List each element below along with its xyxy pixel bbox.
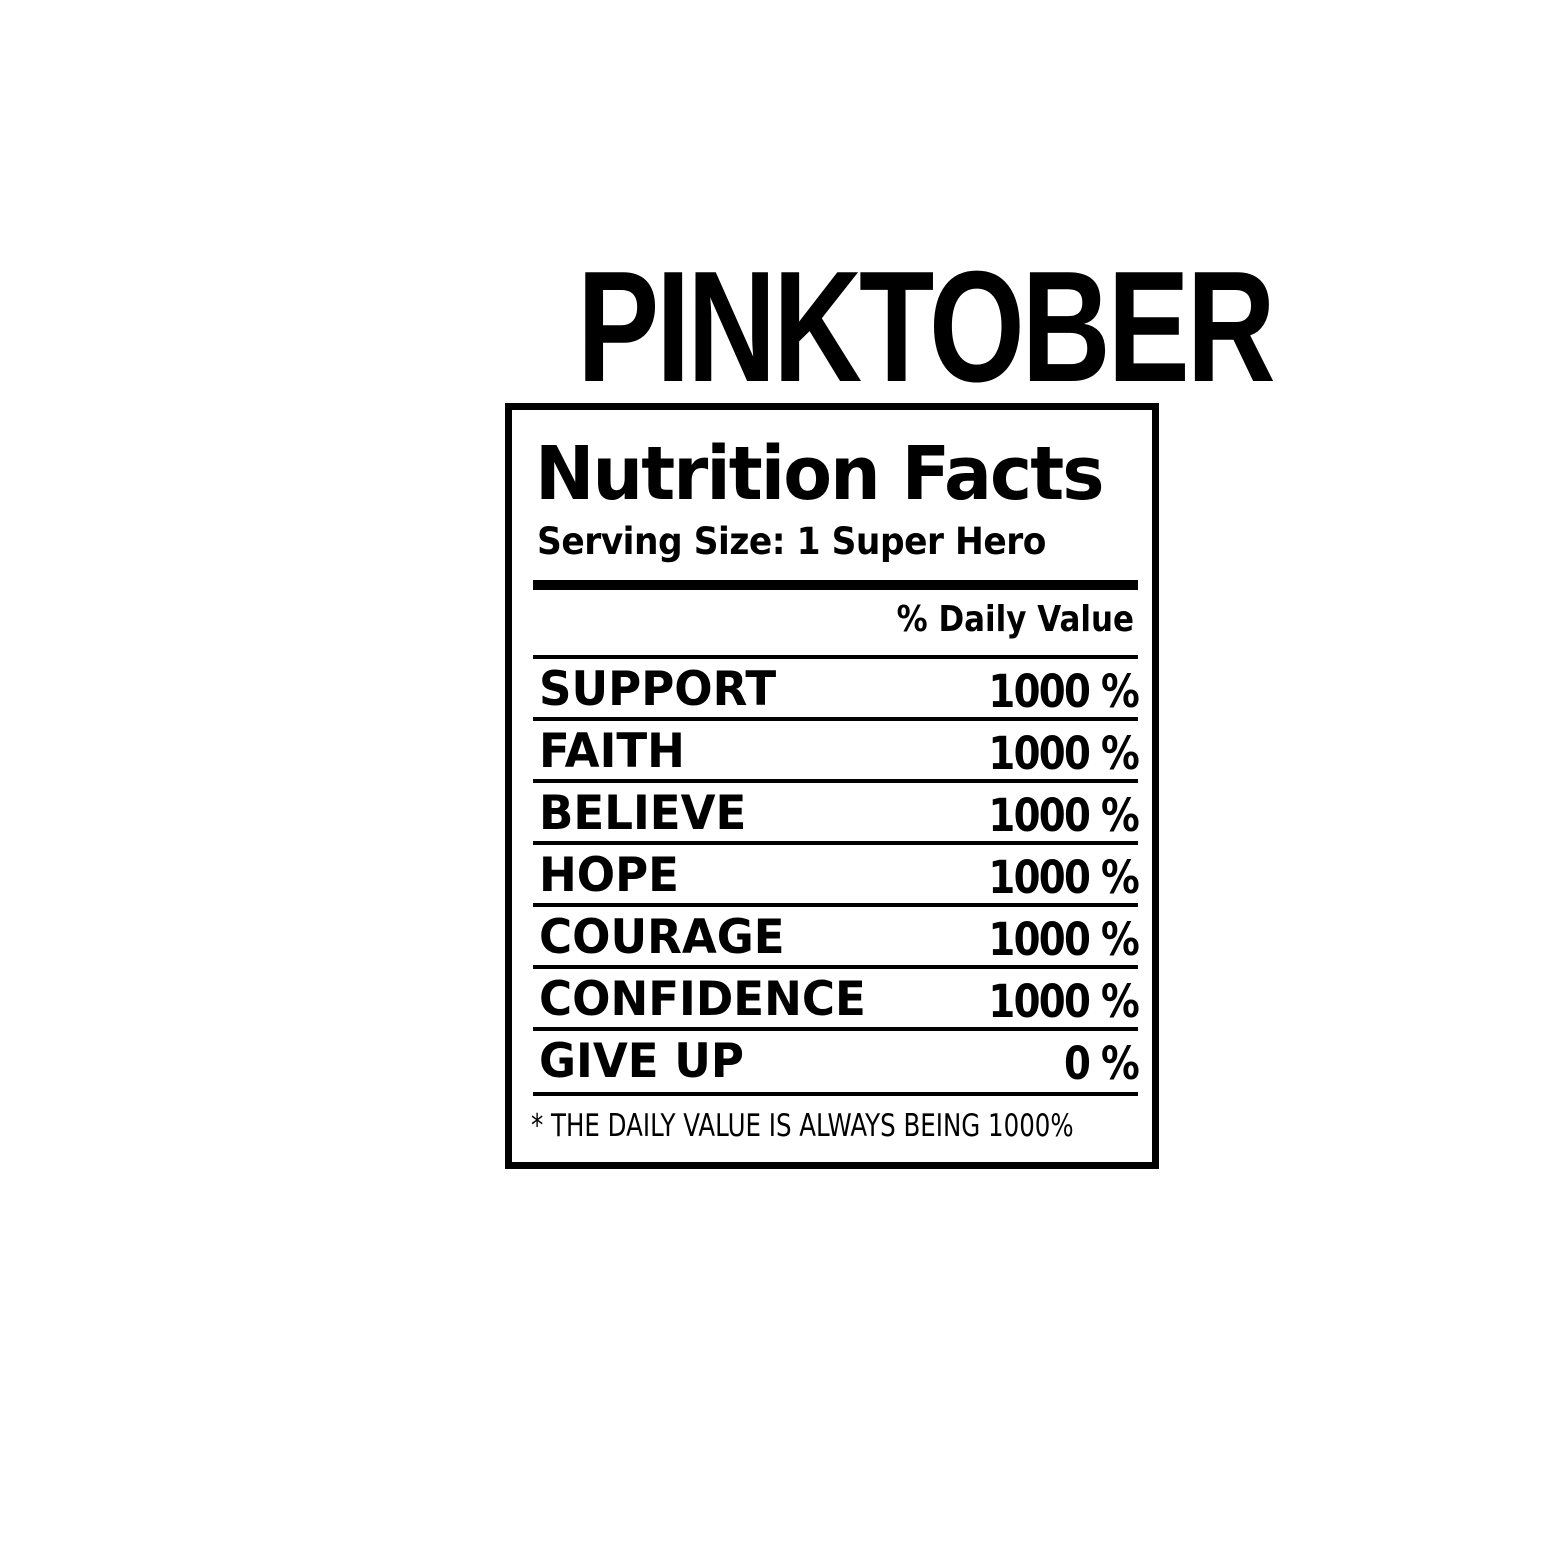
nutrient-name: FAITH [539, 724, 685, 779]
nutrient-name: HOPE [539, 848, 680, 903]
nutrient-value: 0 % [1063, 1037, 1140, 1090]
row-divider [533, 717, 1138, 721]
nutrient-value: 1000 % [988, 851, 1139, 904]
headline: PINKTOBER [577, 239, 1276, 415]
nutrient-value: 1000 % [988, 789, 1139, 842]
nutrient-name: COURAGE [539, 910, 785, 965]
nutrient-value: 1000 % [988, 975, 1139, 1028]
nutrient-row: SUPPORT 1000 % [533, 655, 1140, 718]
nutrient-row: HOPE 1000 % [533, 841, 1140, 904]
row-divider [533, 779, 1138, 783]
row-divider [533, 1027, 1138, 1031]
nutrient-list: SUPPORT 1000 % FAITH 1000 % BELIEVE 1000… [533, 655, 1140, 1090]
daily-value-header: % Daily Value [896, 599, 1134, 640]
nutrient-name: BELIEVE [539, 786, 747, 841]
label-title: Nutrition Facts [535, 431, 1105, 517]
nutrient-value: 1000 % [988, 665, 1139, 718]
bottom-divider [533, 1092, 1138, 1096]
nutrient-value: 1000 % [988, 913, 1139, 966]
row-divider [533, 965, 1138, 969]
serving-size: Serving Size: 1 Super Hero [537, 520, 1046, 563]
nutrient-row: FAITH 1000 % [533, 717, 1140, 780]
nutrient-name: SUPPORT [539, 662, 777, 717]
nutrition-facts-label: Nutrition Facts Serving Size: 1 Super He… [505, 403, 1159, 1169]
row-divider [533, 903, 1138, 907]
footnote: * THE DAILY VALUE IS ALWAYS BEING 1000% [531, 1108, 1074, 1144]
nutrient-row: CONFIDENCE 1000 % [533, 965, 1140, 1028]
nutrient-row: COURAGE 1000 % [533, 903, 1140, 966]
thick-divider [533, 580, 1138, 590]
nutrient-name: CONFIDENCE [539, 972, 866, 1027]
row-divider [533, 655, 1138, 659]
nutrient-value: 1000 % [988, 727, 1139, 780]
nutrient-row: GIVE UP 0 % [533, 1027, 1140, 1090]
nutrient-name: GIVE UP [539, 1034, 744, 1089]
nutrient-row: BELIEVE 1000 % [533, 779, 1140, 842]
row-divider [533, 841, 1138, 845]
